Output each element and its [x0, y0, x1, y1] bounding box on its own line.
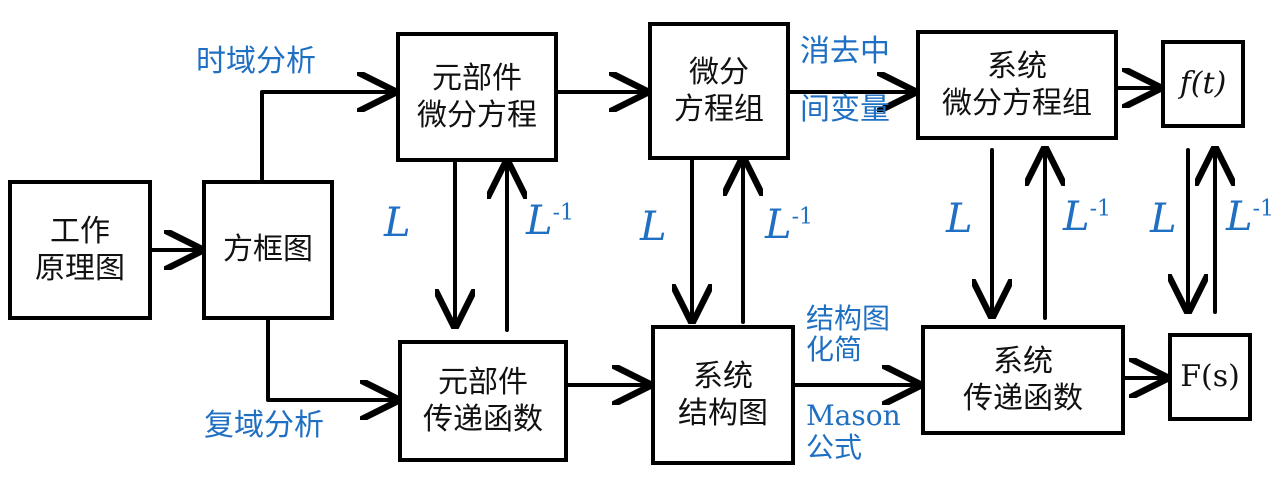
label-time-domain: 时域分析 — [196, 44, 316, 79]
label-eliminate-line-1: 消去中 — [800, 34, 890, 69]
laplace-letter: L — [1150, 196, 1177, 242]
arrow-block-to-element-transfer — [266, 316, 396, 400]
inverse-laplace-symbol-system: L-1 — [1063, 194, 1111, 240]
node-element-diff-eq-line-1: 元部件 — [432, 60, 522, 96]
inverse-laplace-symbol-signal: L-1 — [1226, 194, 1274, 240]
node-block-diagram: 方框图 — [202, 180, 334, 320]
node-element-transfer-line-1: 元部件 — [438, 364, 528, 400]
label-simplify: 结构图 化简 — [806, 302, 891, 366]
inverse-superscript: -1 — [552, 200, 574, 226]
node-diff-eq-group-line-1: 微分 — [689, 54, 749, 90]
node-fs-line-1: F(s) — [1180, 359, 1240, 395]
node-ft: f(t) — [1161, 40, 1245, 128]
node-element-transfer: 元部件 传递函数 — [398, 340, 568, 462]
laplace-symbol-signal: L — [1150, 196, 1177, 242]
node-element-diff-eq-line-2: 微分方程 — [417, 98, 537, 133]
laplace-symbol-system: L — [946, 196, 973, 242]
label-mason-line-2: 公式 — [806, 431, 863, 465]
node-ft-line-1: f(t) — [1179, 66, 1227, 102]
node-system-diff-eq: 系统 微分方程组 — [916, 30, 1118, 140]
node-working-principle: 工作 原理图 — [8, 180, 152, 320]
node-diff-eq-group: 微分 方程组 — [648, 22, 790, 160]
label-eliminate-line-2: 间变量 — [800, 92, 890, 127]
node-element-transfer-line-2: 传递函数 — [423, 402, 543, 437]
node-system-diff-eq-line-2: 微分方程组 — [942, 86, 1092, 121]
inverse-laplace-symbol-group: L-1 — [765, 202, 813, 248]
node-working-principle-line-1: 工作 — [50, 213, 110, 249]
inverse-superscript: -1 — [1252, 196, 1274, 222]
node-system-transfer-line-1: 系统 — [993, 343, 1053, 379]
label-mason: Mason 公式 — [806, 399, 901, 465]
node-system-structure-line-2: 结构图 — [678, 396, 768, 431]
node-block-diagram-line-1: 方框图 — [223, 232, 313, 268]
node-system-transfer-line-2: 传递函数 — [963, 381, 1083, 416]
inverse-superscript: -1 — [791, 204, 813, 230]
arrow-block-to-element-diff-eq — [260, 92, 393, 184]
label-mason-line-1: Mason — [806, 399, 901, 432]
laplace-letter: L — [384, 200, 411, 246]
node-fs: F(s) — [1168, 333, 1252, 421]
label-simplify-line-2: 化简 — [806, 332, 863, 366]
node-system-structure: 系统 结构图 — [651, 325, 795, 465]
laplace-letter: L — [946, 196, 973, 242]
laplace-letter: L — [526, 198, 553, 244]
node-system-transfer: 系统 传递函数 — [921, 325, 1125, 435]
laplace-letter: L — [1226, 194, 1253, 240]
node-element-diff-eq: 元部件 微分方程 — [396, 32, 558, 162]
laplace-symbol-group: L — [640, 204, 667, 250]
node-system-diff-eq-line-1: 系统 — [987, 48, 1047, 84]
node-diff-eq-group-line-2: 方程组 — [674, 92, 764, 127]
label-simplify-line-1: 结构图 — [806, 302, 891, 335]
node-system-structure-line-1: 系统 — [693, 358, 753, 394]
laplace-letter: L — [1063, 194, 1090, 240]
inverse-laplace-symbol-element: L-1 — [526, 198, 574, 244]
laplace-letter: L — [640, 204, 667, 250]
laplace-symbol-element: L — [384, 200, 411, 246]
laplace-letter: L — [765, 202, 792, 248]
inverse-superscript: -1 — [1089, 196, 1111, 222]
label-complex-domain: 复域分析 — [204, 408, 324, 443]
label-eliminate: 消去中 间变量 — [800, 34, 890, 128]
node-working-principle-line-2: 原理图 — [35, 251, 125, 286]
